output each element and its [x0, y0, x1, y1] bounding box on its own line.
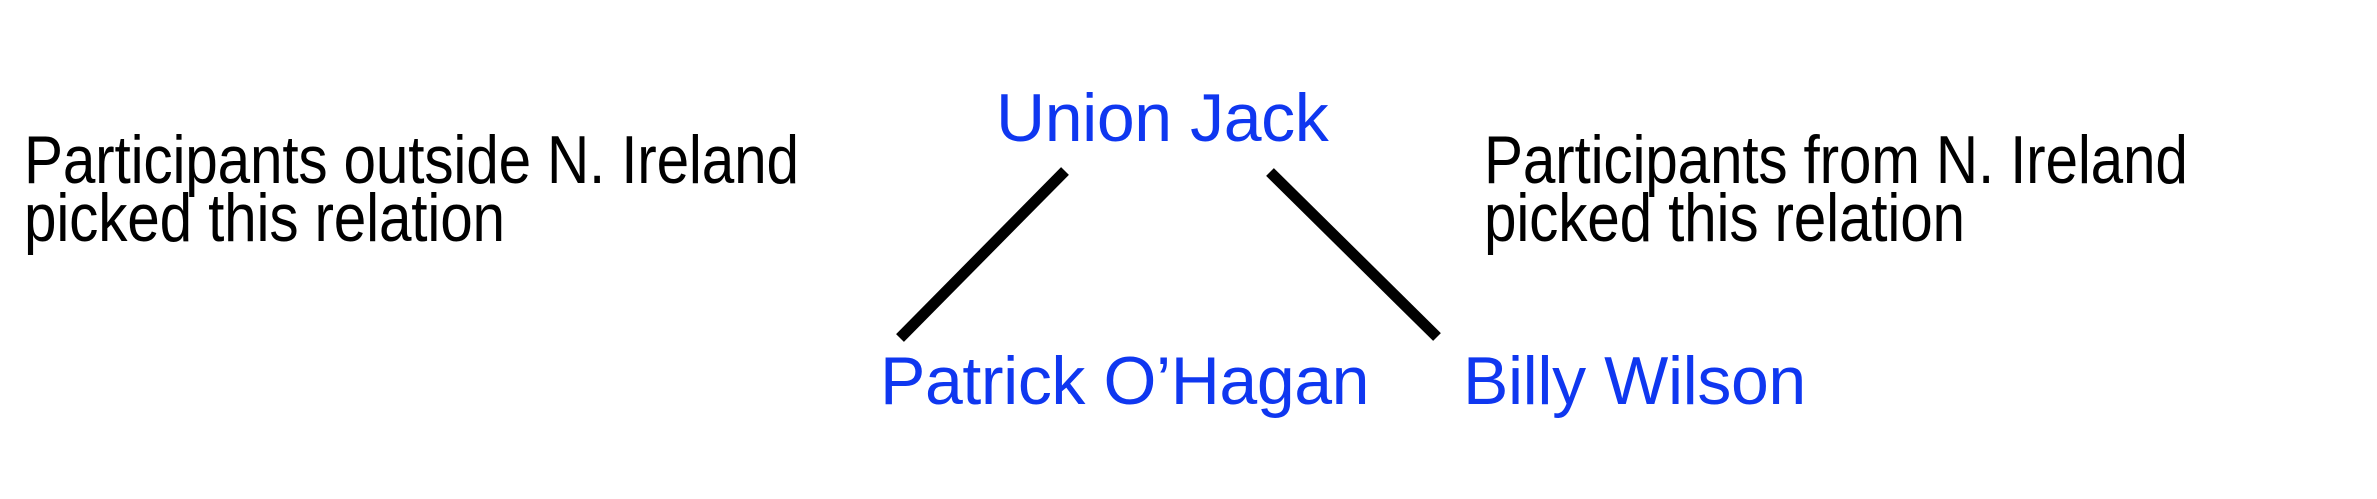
annotation-right-line-1: Participants from N. Ireland: [1484, 122, 2188, 198]
node-patrick-ohagan[interactable]: Patrick O’Hagan: [880, 343, 1370, 419]
annotation-left: Participants outside N. Ireland picked t…: [24, 122, 799, 256]
annotation-right: Participants from N. Ireland picked this…: [1484, 122, 2188, 256]
annotation-left-line-1: Participants outside N. Ireland: [24, 122, 799, 198]
annotation-left-line-2: picked this relation: [24, 180, 505, 256]
node-union-jack[interactable]: Union Jack: [996, 80, 1329, 156]
edge-union-jack-to-billy: [1266, 168, 1441, 341]
annotation-right-line-2: picked this relation: [1484, 180, 1965, 256]
edge-union-jack-to-patrick: [896, 167, 1069, 342]
node-billy-wilson[interactable]: Billy Wilson: [1463, 343, 1806, 419]
